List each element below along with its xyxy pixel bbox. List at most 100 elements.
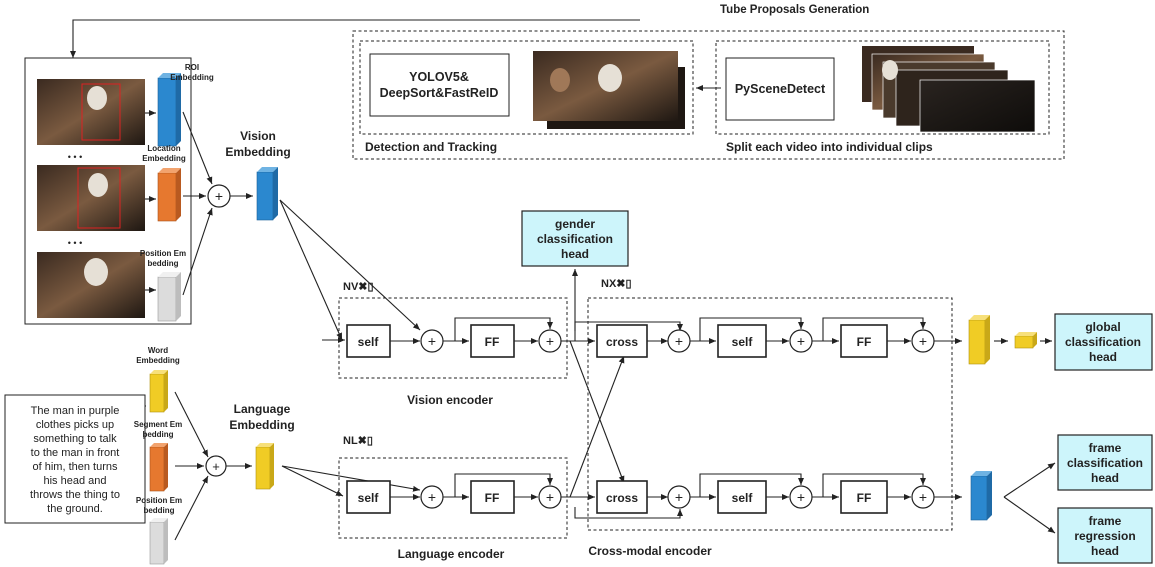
vision-add-1-plus: + — [428, 333, 436, 349]
language-embedding-label-2: Embedding — [229, 418, 294, 432]
vision-embedding-label-1: Vision — [240, 129, 276, 143]
detector-label-1: YOLOV5& — [409, 70, 469, 84]
roi-embedding-cube — [157, 73, 181, 147]
language-add-2-plus: + — [546, 489, 554, 505]
word-label-2: Embedding — [136, 356, 180, 365]
vision-embedding-label-2: Embedding — [225, 145, 290, 159]
vision-self-label: self — [358, 335, 380, 349]
lout-to-frame-cls — [1003, 462, 1056, 498]
global-head-line2: classification — [1065, 335, 1141, 349]
cross-bottom-self-label: self — [732, 491, 754, 505]
svg-text:the ground.: the ground. — [47, 503, 103, 515]
language-ff-label: FF — [485, 491, 500, 505]
frame-cls-line2: classification — [1067, 456, 1143, 470]
lang-pos-label-1: Position Em — [136, 496, 182, 505]
detector-label-2: DeepSort&FastReID — [380, 86, 499, 100]
frame-reg-line1: frame — [1089, 514, 1122, 528]
lpos-to-sum — [174, 475, 209, 541]
cross-top-self-label: self — [732, 335, 754, 349]
vision-to-lcross — [569, 340, 625, 484]
language-cross-label: cross — [606, 491, 638, 505]
lout-to-frame-reg — [1003, 496, 1056, 534]
tube-outer-box — [352, 30, 1065, 160]
nv-label: NV✖▯ — [343, 281, 374, 293]
vemb-to-self — [279, 199, 343, 341]
scene-detect-box — [725, 57, 835, 121]
location-embedding-cube — [157, 168, 181, 222]
vcross-skip — [574, 321, 683, 331]
svg-text:The man in purple: The man in purple — [31, 405, 120, 417]
cross-top-ff-label: FF — [857, 335, 872, 349]
cross-bottom-ff-block — [840, 480, 888, 514]
lemb-to-lplus1 — [281, 465, 421, 492]
gender-head-line1: gender — [555, 217, 595, 231]
split-caption: Split each video into individual clips — [726, 140, 933, 154]
sentence-box — [4, 394, 146, 524]
roi-label-1: ROI — [185, 63, 199, 72]
lang-pos-label-2: bedding — [143, 506, 174, 515]
gender-head-line2: classification — [537, 232, 613, 246]
frame-reg-line3: head — [1091, 544, 1119, 558]
lcross-skip — [574, 507, 683, 519]
cross-bottom-ff-label: FF — [857, 491, 872, 505]
svg-text:of him, then turns: of him, then turns — [33, 461, 118, 473]
frame-classification-head[interactable] — [1057, 434, 1153, 491]
vision-add-2-plus: + — [546, 333, 554, 349]
frame-regression-head[interactable] — [1057, 507, 1153, 564]
gender-head[interactable] — [521, 210, 629, 267]
vision-embedding-cube — [256, 167, 278, 221]
cbot-ff-skip — [822, 473, 926, 497]
ctop-ff-skip — [822, 317, 926, 341]
global-classification-head[interactable] — [1054, 313, 1153, 371]
gender-head-line3: head — [561, 247, 589, 261]
cross-encoder-box — [587, 297, 953, 531]
cross-bottom-self-block — [717, 480, 767, 514]
vision-cross-label: cross — [606, 335, 638, 349]
roi-to-sum — [182, 111, 213, 185]
word-label-1: Word — [148, 346, 168, 355]
vision-frame-2 — [37, 165, 145, 231]
scene-detect-label: PySceneDetect — [735, 82, 826, 96]
language-to-vcross — [569, 355, 625, 498]
segment-embedding-cube — [149, 443, 168, 492]
cross-top-add-2-plus: + — [797, 333, 805, 349]
cross-top-ff-block — [840, 324, 888, 358]
language-position-embedding-cube — [149, 518, 168, 565]
frame-cls-line1: frame — [1089, 441, 1122, 455]
vision-position-embedding-cube — [157, 272, 181, 322]
vemb-to-vplus1 — [279, 199, 421, 331]
language-output-cube — [970, 471, 992, 521]
frame-reg-line2: regression — [1074, 529, 1135, 543]
location-label-1: Location — [147, 144, 180, 153]
sentence-text: The man in purple clothes picks up somet… — [30, 405, 120, 515]
location-label-2: Embedding — [142, 154, 186, 163]
pooled-cube — [1014, 332, 1037, 349]
language-ff-block — [470, 480, 515, 514]
vision-ff-label: FF — [485, 335, 500, 349]
nl-label: NL✖▯ — [343, 435, 373, 447]
frame-cls-line3: head — [1091, 471, 1119, 485]
feedback-arrow — [70, 19, 640, 58]
word-to-sum — [174, 391, 209, 458]
language-embedding-cube — [255, 443, 274, 490]
segment-label-1: Segment Em — [134, 420, 182, 429]
vision-pos-label-2: bedding — [147, 259, 178, 268]
vision-encoder-caption: Vision encoder — [407, 393, 493, 407]
cross-bottom-add-3-plus: + — [919, 489, 927, 505]
detection-caption: Detection and Tracking — [365, 140, 497, 154]
lemb-to-self — [281, 465, 344, 497]
svg-text:his head and: his head and — [44, 475, 107, 487]
global-head-line1: global — [1085, 320, 1120, 334]
svg-text:something to talk: something to talk — [33, 433, 117, 445]
vision-frame-3 — [37, 252, 145, 318]
vision-output-cube — [968, 315, 990, 365]
vision-frame-1 — [37, 79, 145, 145]
vision-pos-label-1: Position Em — [140, 249, 186, 258]
tube-title: Tube Proposals Generation — [720, 4, 869, 16]
nx-label: NX✖▯ — [601, 278, 632, 290]
language-self-label: self — [358, 491, 380, 505]
detector-box — [369, 53, 510, 117]
cross-top-add-1-plus: + — [675, 333, 683, 349]
detection-frames — [533, 51, 685, 129]
word-embedding-cube — [149, 370, 168, 413]
